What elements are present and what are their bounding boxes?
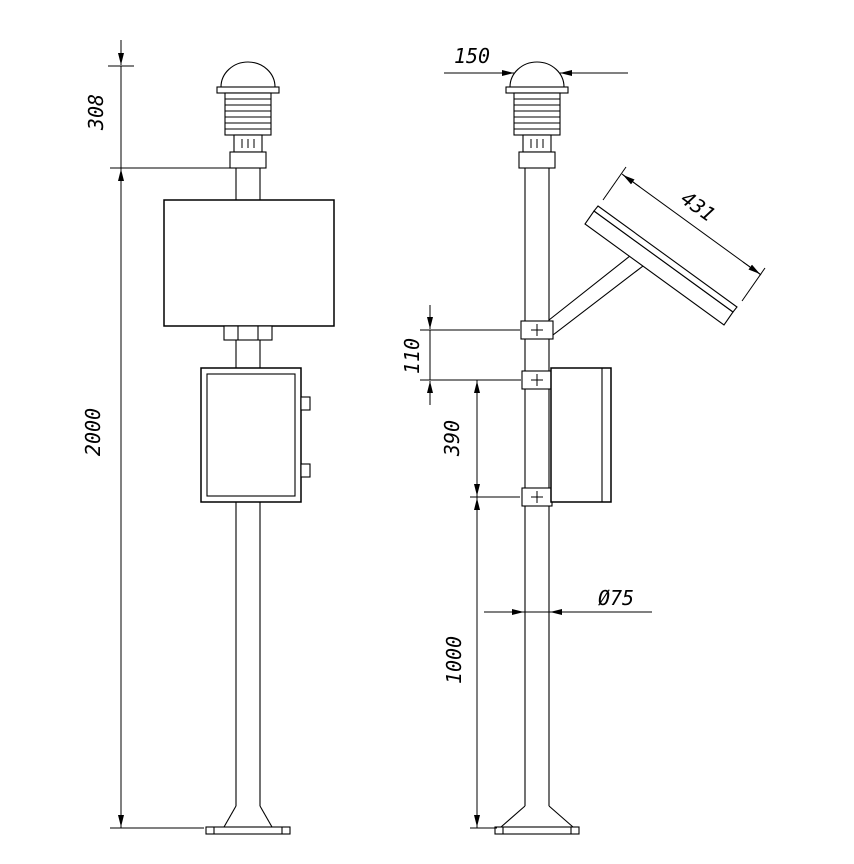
base-flange-side <box>494 805 580 835</box>
pole-clamp-upper <box>520 320 554 340</box>
control-cabinet-front <box>200 367 311 503</box>
cabinet-hinge-top <box>300 396 311 411</box>
board-clamp <box>223 325 273 341</box>
dim-pole-diameter: Ø75 <box>484 586 652 615</box>
wind-sensor-side <box>505 61 569 169</box>
solar-panel-body <box>584 210 734 326</box>
dim-label-431: 431 <box>676 186 719 227</box>
pole-clamp-middle <box>521 370 553 390</box>
pole-front <box>235 168 261 806</box>
solar-panel <box>584 205 738 326</box>
wind-sensor-front <box>216 61 280 169</box>
base-flange-front <box>205 805 291 835</box>
dim-panel-gap: 110 <box>400 305 521 405</box>
dim-total-height: 2000 <box>81 167 238 829</box>
sensor-brim-front <box>216 86 280 94</box>
dim-sensor-height: 308 <box>84 40 134 168</box>
solar-panel-face <box>593 205 738 313</box>
solar-panel-strut <box>548 255 644 340</box>
sensor-dome-side <box>509 61 565 88</box>
dim-label-308: 308 <box>84 94 108 131</box>
dim-sensor-width: 150 <box>444 44 628 76</box>
dim-lower-pole: 1000 <box>442 497 497 829</box>
sensor-fins-front <box>224 92 272 136</box>
sensor-brim-side <box>505 86 569 94</box>
dim-label-110: 110 <box>400 338 424 374</box>
sensor-collar-side <box>518 151 556 169</box>
dimensions: 308 2000 150 431 <box>81 40 766 829</box>
side-view <box>494 61 738 835</box>
dim-label-1000: 1000 <box>442 636 466 684</box>
dim-label-150: 150 <box>454 44 490 68</box>
sensor-dome-front <box>220 61 276 88</box>
control-cabinet-side <box>550 367 612 503</box>
cabinet-door <box>206 373 296 497</box>
sensor-collar-front <box>229 151 267 169</box>
pole-side <box>524 168 550 806</box>
dim-label-dia75: Ø75 <box>598 586 634 610</box>
dim-label-2000: 2000 <box>81 408 105 456</box>
dim-box-span: 390 <box>440 380 520 498</box>
dim-label-390: 390 <box>440 420 464 457</box>
cabinet-hinge-bottom <box>300 463 311 478</box>
display-board <box>163 199 335 327</box>
front-view <box>163 61 335 835</box>
pole-clamp-lower <box>521 487 553 507</box>
